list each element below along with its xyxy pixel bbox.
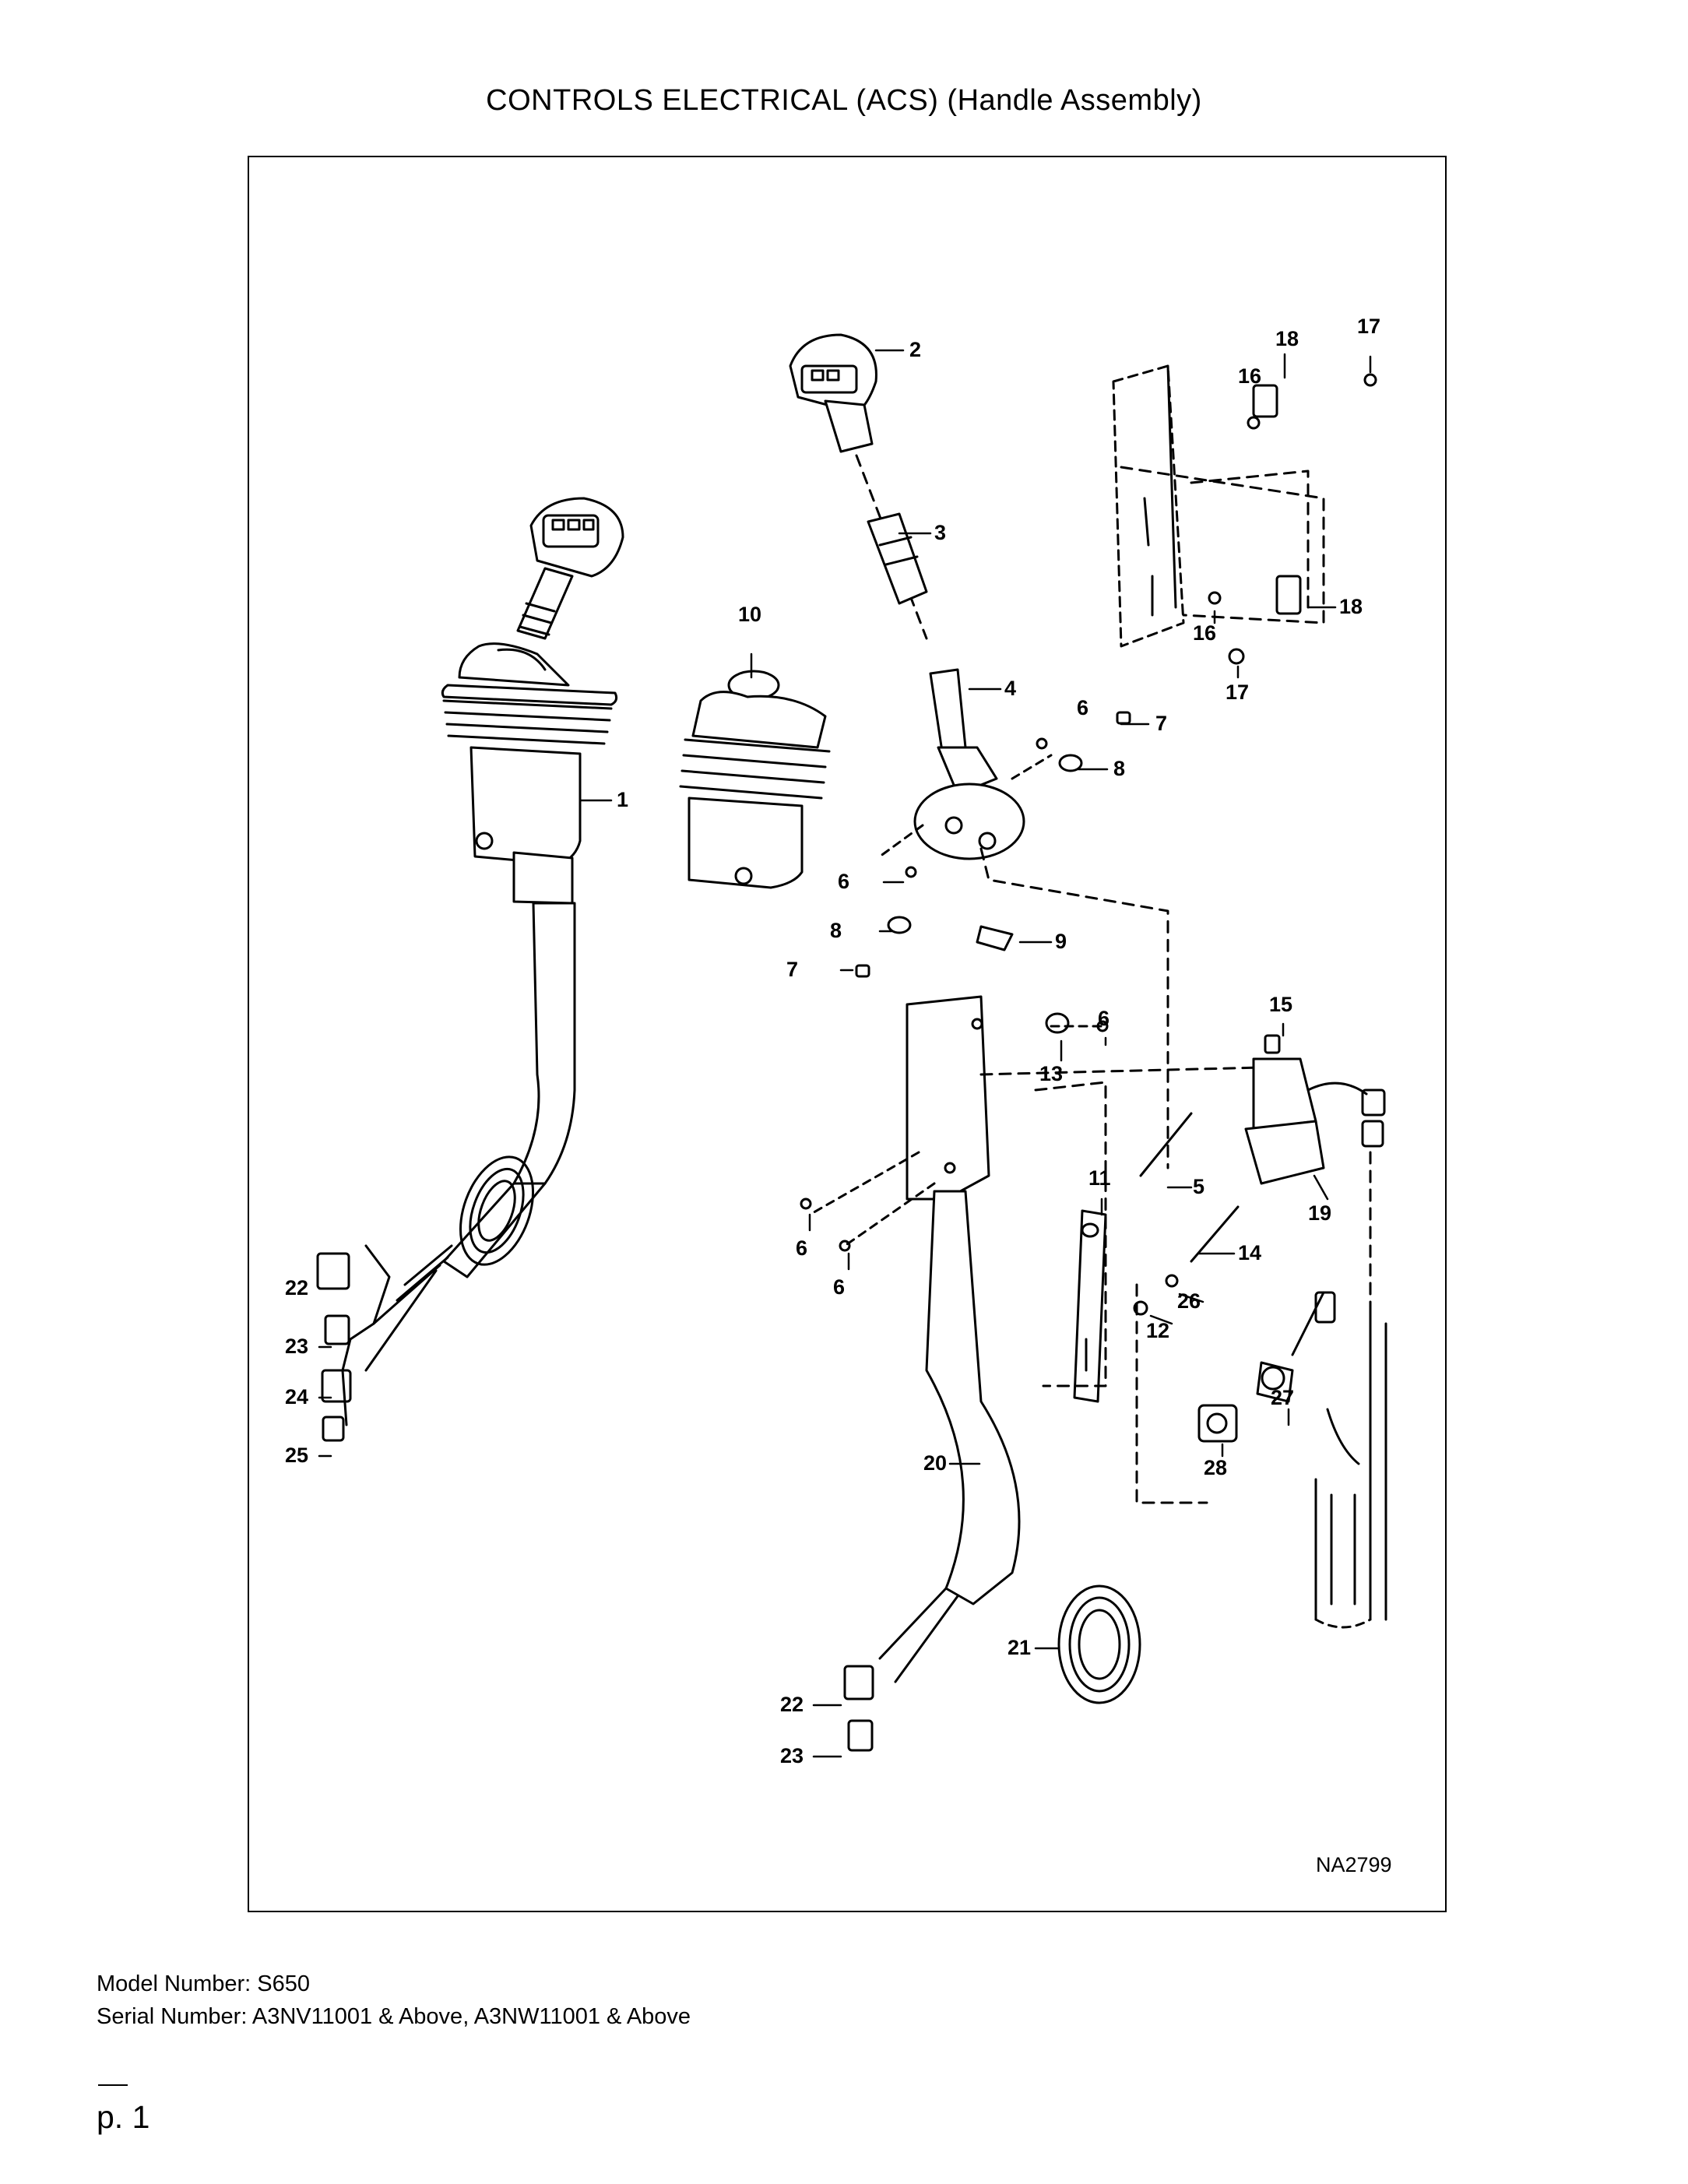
- drawing-id: NA2799: [1316, 1853, 1392, 1876]
- callout-8: 8: [1113, 757, 1126, 780]
- callout-6: 6: [833, 1275, 846, 1299]
- callout-9: 9: [1055, 930, 1067, 953]
- callout-23: 23: [285, 1335, 309, 1358]
- callout-6: 6: [1077, 696, 1089, 719]
- callout-27: 27: [1271, 1386, 1295, 1409]
- model-number: Model Number: S650: [97, 1971, 311, 1996]
- callout-28: 28: [1204, 1456, 1228, 1479]
- callout-18: 18: [1275, 327, 1299, 350]
- callout-19: 19: [1308, 1201, 1332, 1225]
- callout-12: 12: [1146, 1319, 1170, 1342]
- callout-4: 4: [1004, 677, 1017, 700]
- callout-11: 11: [1088, 1166, 1111, 1190]
- callout-6: 6: [838, 870, 850, 893]
- callout-25: 25: [285, 1444, 309, 1467]
- callout-7: 7: [786, 958, 799, 981]
- callout-22: 22: [285, 1276, 309, 1299]
- upper-bracket: [1112, 364, 1377, 665]
- callout-23: 23: [780, 1744, 804, 1767]
- switch-assembly: [1244, 1034, 1386, 1387]
- leader-lines: [318, 349, 1372, 1758]
- page-number: p. 1: [97, 2099, 150, 2135]
- link-rods: [979, 1065, 1294, 1504]
- serial-number: Serial Number: A3NV11001 & Above, A3NW11…: [97, 2004, 691, 2029]
- callout-6: 6: [1098, 1007, 1110, 1030]
- callout-13: 13: [1039, 1062, 1064, 1085]
- callout-18: 18: [1339, 595, 1363, 618]
- callout-8: 8: [830, 919, 842, 942]
- page-rule: [98, 2084, 128, 2086]
- callout-5: 5: [1193, 1175, 1205, 1198]
- callout-26: 26: [1177, 1289, 1201, 1313]
- diagram-frame: [248, 156, 1447, 1912]
- callout-22: 22: [780, 1693, 804, 1716]
- callout-21: 21: [1008, 1636, 1032, 1659]
- page-title: CONTROLS ELECTRICAL (ACS) (Handle Assemb…: [486, 84, 1202, 117]
- boot-assembly: [679, 670, 831, 889]
- callout-7: 7: [1155, 712, 1168, 735]
- callout-10: 10: [738, 603, 762, 626]
- callout-16: 16: [1238, 364, 1262, 388]
- callout-17: 17: [1357, 315, 1381, 338]
- callout-17: 17: [1226, 681, 1250, 704]
- callout-3: 3: [934, 521, 947, 544]
- callout-24: 24: [285, 1385, 309, 1409]
- callout-6: 6: [796, 1236, 808, 1260]
- callout-14: 14: [1238, 1241, 1262, 1264]
- hardware-fasteners: [800, 711, 1131, 1252]
- callout-20: 20: [923, 1451, 948, 1475]
- grip-and-lever: [789, 333, 1169, 1169]
- lower-column-bracket: [808, 995, 1141, 1752]
- callout-16: 16: [1193, 621, 1217, 645]
- sensor-assembly: [1197, 1291, 1387, 1629]
- callout-1: 1: [617, 788, 629, 811]
- handle-assembly-left: [316, 497, 624, 1442]
- callout-2: 2: [909, 338, 922, 361]
- callout-15: 15: [1269, 993, 1293, 1016]
